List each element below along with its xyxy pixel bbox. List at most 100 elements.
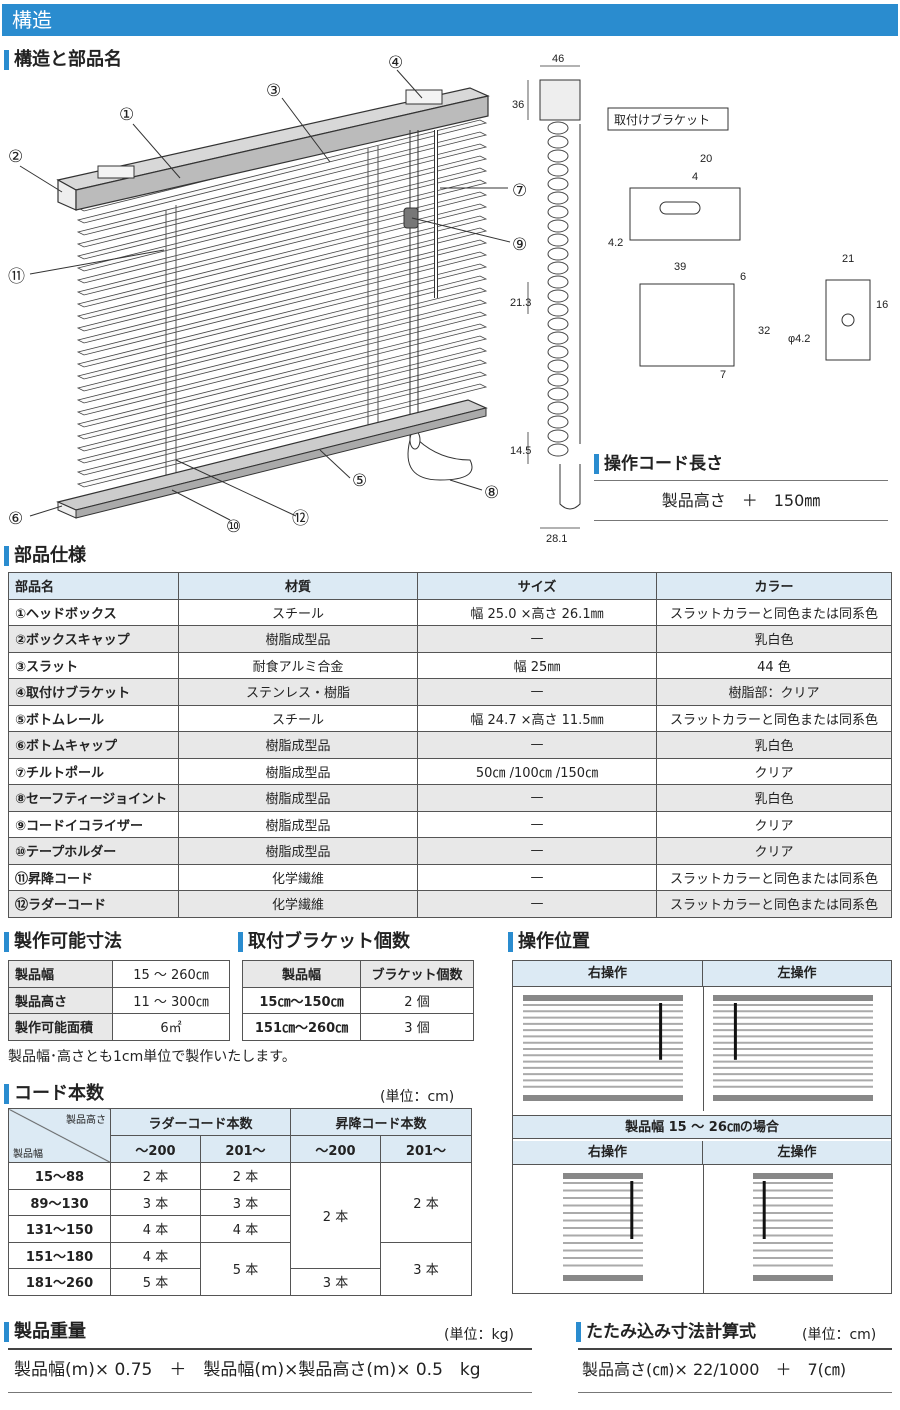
profile-slat: [547, 233, 569, 247]
slat: [76, 227, 488, 332]
parts-row: ⑪昇降コード化学繊維—スラットカラーと同色または同系色: [8, 863, 892, 891]
profile-slat: [547, 429, 569, 443]
slat: [76, 275, 488, 380]
svg-text:⑤: ⑤: [352, 471, 367, 491]
parts-cell: 樹脂成型品: [178, 784, 418, 812]
size-note: 製品幅･高さとも1cm単位で製作いたします。: [8, 1049, 296, 1065]
parts-cell: 幅 25㎜: [417, 651, 657, 679]
cord-equalizer: [403, 207, 419, 229]
parts-cell: スラットカラーと同色または同系色: [656, 863, 892, 891]
profile-slat: [547, 303, 569, 317]
svg-text:⑩: ⑩: [226, 517, 241, 537]
parts-cell: ⑫ラダーコード: [8, 890, 179, 918]
slat: [76, 167, 488, 272]
parts-cell: 樹脂成型品: [178, 757, 418, 785]
svg-text:4.2: 4.2: [608, 237, 623, 249]
parts-cell: クリア: [656, 837, 892, 865]
slat: [76, 239, 488, 344]
parts-cell: —: [417, 784, 657, 812]
slat: [76, 323, 488, 428]
parts-row: ⑥ボトムキャップ樹脂成型品—乳白色: [8, 731, 892, 759]
parts-cell: ①ヘッドボックス: [8, 598, 179, 626]
svg-text:②: ②: [8, 147, 23, 167]
profile-slat: [547, 163, 569, 177]
head-profile: [539, 79, 581, 121]
parts-cell: 樹脂成型品: [178, 810, 418, 838]
right-narrow-diagram: [563, 1173, 643, 1281]
slat: [76, 203, 488, 308]
slat: [76, 191, 488, 296]
svg-text:④: ④: [388, 53, 403, 73]
profile-slat: [547, 261, 569, 275]
profile-slat: [547, 275, 569, 289]
structure-heading: 構造と部品名: [4, 48, 304, 72]
parts-heading: 部品仕様: [4, 544, 304, 568]
profile-slat: [547, 247, 569, 261]
svg-text:28.1: 28.1: [546, 533, 567, 545]
parts-cell: クリア: [656, 810, 892, 838]
slat: [76, 179, 488, 284]
page-header: 構造: [2, 4, 898, 36]
svg-text:32: 32: [758, 325, 770, 337]
parts-cell: ②ボックスキャップ: [8, 625, 179, 653]
slat: [76, 119, 488, 224]
callout-labels: ① ② ③ ④ ⑤ ⑥ ⑦ ⑧ ⑨ ⑩ ⑪ ⑫: [8, 53, 527, 537]
slat: [76, 263, 488, 368]
parts-row: ⑧セーフティージョイント樹脂成型品—乳白色: [8, 784, 892, 812]
slat: [76, 311, 488, 416]
bracket-side-view: [639, 283, 735, 367]
slat: [76, 287, 488, 392]
right-operation-diagram: [523, 995, 683, 1101]
slat: [76, 359, 488, 464]
profile-slat: [547, 443, 569, 457]
parts-cell: —: [417, 863, 657, 891]
parts-cell: 乳白色: [656, 784, 892, 812]
fold-unit: (単位：cm): [802, 1327, 877, 1343]
parts-row: ④取付けブラケットステンレス・樹脂—樹脂部：クリア: [8, 678, 892, 706]
parts-cell: ④取付けブラケット: [8, 678, 179, 706]
parts-cell: 乳白色: [656, 625, 892, 653]
weight-heading: 製品重量: [4, 1320, 204, 1344]
parts-cell: 幅 24.7 ×高さ 11.5㎜: [417, 704, 657, 732]
cord-length-heading: 操作コード長さ: [594, 452, 894, 476]
parts-cell: ⑨コードイコライザー: [8, 810, 179, 838]
svg-text:21: 21: [842, 253, 854, 265]
profile-slat: [547, 373, 569, 387]
profile-slat: [547, 149, 569, 163]
parts-cell: 樹脂成型品: [178, 837, 418, 865]
profile-slat: [547, 121, 569, 135]
parts-row: ②ボックスキャップ樹脂成型品—乳白色: [8, 625, 892, 653]
cord-length-formula: 製品高さ ＋ 150㎜: [661, 491, 821, 510]
left-narrow-diagram: [753, 1173, 833, 1281]
parts-cell: 樹脂部：クリア: [656, 678, 892, 706]
profile-slat: [547, 359, 569, 373]
slat: [76, 347, 488, 452]
parts-cell: —: [417, 890, 657, 918]
head-box-front: [75, 95, 489, 211]
operation-heading: 操作位置: [508, 930, 708, 954]
parts-cell: 幅 25.0 ×高さ 26.1㎜: [417, 598, 657, 626]
svg-text:6: 6: [740, 271, 746, 283]
blind-illustration: ① ② ③ ④ ⑤ ⑥ ⑦ ⑧ ⑨ ⑩ ⑪ ⑫: [8, 53, 527, 537]
slat: [76, 131, 488, 236]
bracket-right: [405, 89, 443, 105]
svg-text:39: 39: [674, 261, 686, 273]
cord-count-heading: コード本数: [4, 1082, 204, 1106]
profile-slat: [547, 177, 569, 191]
parts-cell: ステンレス・樹脂: [178, 678, 418, 706]
profile-slat: [547, 345, 569, 359]
parts-cell: スラットカラーと同色または同系色: [656, 704, 892, 732]
parts-cell: 50㎝ /100㎝ /150㎝: [417, 757, 657, 785]
svg-text:①: ①: [119, 105, 134, 125]
parts-cell: ⑪昇降コード: [8, 863, 179, 891]
slat: [76, 251, 488, 356]
profile-slat: [547, 219, 569, 233]
svg-text:36: 36: [512, 99, 524, 111]
parts-cell: 耐食アルミ合金: [178, 651, 418, 679]
cord-loop: [407, 439, 473, 481]
svg-text:⑥: ⑥: [8, 509, 23, 529]
